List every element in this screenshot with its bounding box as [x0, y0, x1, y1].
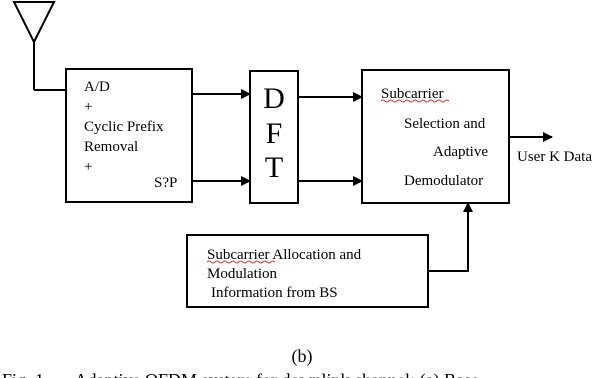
sub-line-3: Adaptive [433, 144, 488, 160]
dft-letter-f: F [266, 117, 283, 150]
ad-line-4: Removal [84, 139, 138, 155]
output-label: User K Data [517, 149, 592, 165]
ad-line-2: + [84, 99, 92, 115]
ad-line-3: Cyclic Prefix [84, 119, 164, 135]
spellcheck-underline [380, 99, 450, 103]
ad-line-1: A/D [84, 79, 110, 95]
allocation-info-block: Subcarrier Allocation and Modulation Inf… [186, 234, 429, 308]
ad-line-6: S?P [154, 175, 177, 191]
alloc-line-2: Modulation [207, 266, 277, 282]
figure-caption-partial: Fig. 1 Adaptive OFDM system for downlink… [2, 370, 479, 378]
arrow-alloc-to-sub [428, 202, 473, 272]
sub-line-2: Selection and [404, 116, 486, 132]
dft-letter-d: D [263, 82, 285, 115]
dft-letter-t: T [265, 151, 283, 184]
ad-cp-removal-block: A/D + Cyclic Prefix Removal + S?P [65, 68, 193, 203]
ad-line-5: + [84, 159, 92, 175]
sub-line-4: Demodulator [404, 173, 483, 189]
spellcheck-underline-2 [206, 260, 276, 264]
alloc-line-1: Subcarrier Allocation and [207, 247, 362, 263]
dft-block: D F T [249, 70, 299, 204]
subcarrier-selection-block: Subcarrier Selection and Adaptive Demodu… [361, 69, 510, 204]
sub-line-1: Subcarrier [381, 86, 443, 102]
alloc-line-3: Information from BS [211, 285, 338, 301]
antenna-icon [12, 1, 56, 90]
caption: (b) [292, 346, 313, 367]
